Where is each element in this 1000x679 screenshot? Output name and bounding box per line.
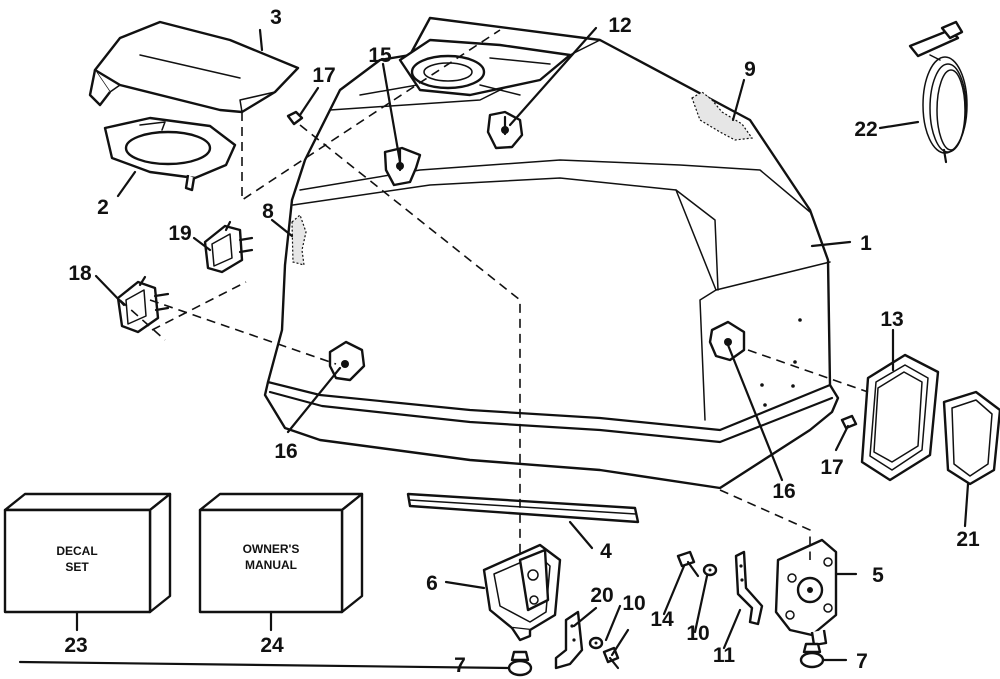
callout-12: 12 [608, 14, 631, 37]
callout-5: 5 [872, 564, 884, 587]
callout-10-upper: 10 [622, 592, 645, 615]
engine-cover [263, 16, 840, 490]
washer-10-upper [702, 563, 718, 577]
window-gasket-21 [942, 390, 1000, 486]
callout-15: 15 [368, 44, 392, 67]
retainer-plate-16-right [708, 320, 746, 362]
bracket-18 [116, 275, 170, 334]
manual-label-line2: MANUAL [245, 558, 297, 572]
callout-24: 24 [260, 634, 284, 657]
grommet-7-right [799, 642, 825, 669]
callout-17-right: 17 [820, 456, 843, 479]
bracket-19 [203, 220, 254, 274]
leader-lines [18, 26, 970, 670]
callout-6: 6 [426, 572, 438, 595]
callout-16-left: 16 [274, 440, 297, 463]
callout-18: 18 [68, 262, 92, 285]
bolt-14-upper [676, 550, 700, 578]
callout-1: 1 [860, 232, 872, 255]
callout-23: 23 [64, 634, 87, 657]
bracket-11 [734, 550, 764, 626]
callout-13: 13 [880, 308, 903, 331]
decal-label-line2: SET [65, 560, 89, 574]
assembly-lines [119, 29, 869, 560]
primer-cable-22 [908, 20, 968, 164]
decal-label-line1: DECAL [56, 544, 97, 558]
grommet-7-left [507, 650, 533, 677]
callout-19: 19 [168, 222, 191, 245]
bolt-14-lower [602, 646, 620, 670]
callout-10-lower: 10 [686, 622, 709, 645]
foam-piece-9 [691, 91, 754, 141]
callout-11: 11 [713, 644, 736, 667]
callout-7-right: 7 [856, 650, 868, 673]
latch-6 [482, 543, 562, 642]
seal-strip-4 [406, 492, 640, 524]
callout-17-top: 17 [312, 64, 335, 87]
callout-20: 20 [590, 584, 613, 607]
owners-manual-box: OWNER'S MANUAL [198, 492, 364, 614]
washer-10-lower [588, 636, 604, 650]
intake-gasket [103, 116, 237, 192]
decal-set-box: DECAL SET [3, 492, 172, 614]
callout-labels: 1 2 3 4 5 6 7 7 8 9 10 10 11 12 13 14 15… [64, 6, 980, 677]
callout-8: 8 [262, 200, 274, 223]
callout-21: 21 [956, 528, 980, 551]
callout-14: 14 [650, 608, 674, 631]
callout-2: 2 [97, 196, 109, 219]
screw-17-right [840, 414, 858, 430]
foam-piece-8 [291, 213, 307, 266]
window-frame-13 [860, 353, 940, 482]
callout-16-right: 16 [772, 480, 795, 503]
callout-9: 9 [744, 58, 756, 81]
callout-7-left: 7 [454, 654, 466, 677]
top-cover [88, 20, 300, 114]
callout-4: 4 [600, 540, 612, 563]
bracket-20 [554, 610, 584, 670]
callout-22: 22 [854, 118, 877, 141]
latch-plate-5 [774, 538, 838, 647]
screw-17-left [286, 110, 304, 126]
retainer-plate-15 [383, 146, 422, 187]
manual-label-line1: OWNER'S [243, 542, 300, 556]
callout-3: 3 [270, 6, 282, 29]
